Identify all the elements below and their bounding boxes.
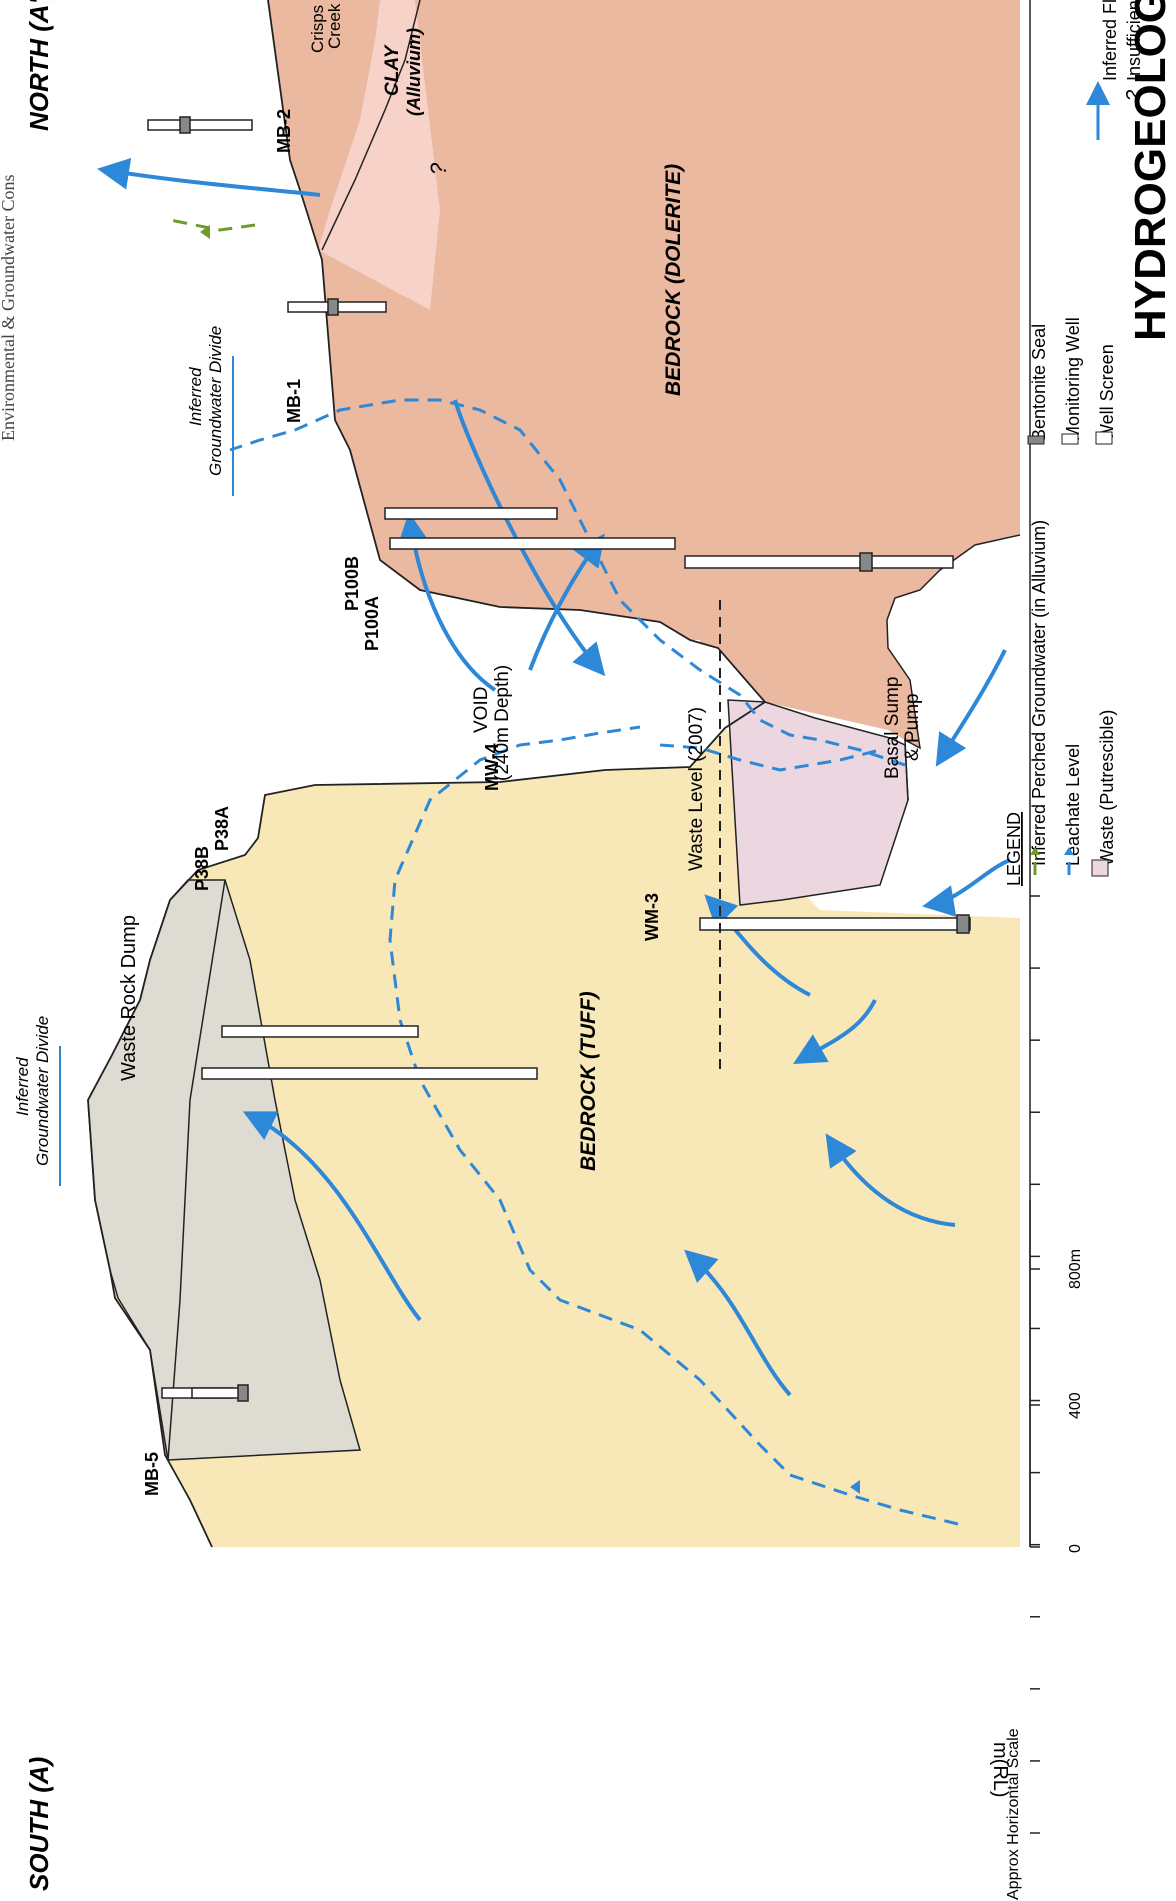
well-mb5 [162,1385,248,1401]
creek-label-2: Creek [325,3,344,49]
legend-perched: Inferred Perched Groundwater (in Alluviu… [1029,520,1049,866]
well-p100a [390,538,675,549]
legend-screen-swatch [1096,432,1112,444]
clay-label-1: CLAY [382,43,403,96]
clay-label-2: (Alluvium) [404,28,424,116]
south-label: SOUTH (A) [24,1757,54,1891]
legend-insufficient-symbol: ? [1123,89,1145,101]
well-label-p100a: P100A [362,596,382,651]
well-label-p100b: P100B [342,556,362,611]
legend-flow: Inferred Flow Direction [1100,0,1120,81]
legend-monitoring: Monitoring Well [1063,317,1083,441]
scale-tick-800: 800m [1067,1249,1084,1289]
well-mw4 [685,553,953,571]
well-mb1 [288,299,386,315]
legend-leachate: Leachate Level [1063,744,1083,866]
company-name: Environmental & Groundwater Cons [0,175,18,441]
legend-insufficient: Insufficient Data [1124,0,1144,81]
well-mb2 [148,117,252,133]
north-label: NORTH (A') [24,0,54,131]
legend-waste: Waste (Putrescible) [1097,710,1117,866]
well-p38b [222,1026,418,1037]
sump-label-1: Basal Sump [882,677,903,779]
bedrock-tuff-label: BEDROCK (TUFF) [577,991,600,1171]
divide-label-north-2: Groundwater Divide [206,326,225,476]
sump-label-2: & Pump [902,693,923,761]
legend-title: LEGEND [1004,812,1024,886]
perched-groundwater-line [170,220,255,230]
insufficient-data-mark: ? [426,162,451,175]
waste-rock-dump-label: Waste Rock Dump [118,915,140,1081]
waste-zone [728,700,908,905]
scale-tick-0: 0 [1067,1544,1084,1553]
flow-arrow-10 [105,170,320,195]
bedrock-dolerite-label: BEDROCK (DOLERITE) [662,164,685,396]
horizontal-scale-bar [1030,1200,1040,1547]
void-label-1: VOID [471,687,492,733]
well-label-wm3: WM-3 [642,893,662,941]
legend-bentonite: Bentonite Seal [1029,324,1049,441]
scale-label: Approx Horizontal Scale [1005,1728,1022,1900]
waste-level-label: Waste Level (2007) [686,707,707,871]
divide-label-south-2: Groundwater Divide [33,1016,52,1166]
legend-bentonite-swatch [1028,436,1044,444]
legend-screen: Well Screen [1097,344,1117,441]
well-label-p38b: P38B [192,846,212,891]
well-label-mb1: MB-1 [284,379,304,423]
well-p100b [385,508,557,519]
well-p38a [202,1068,537,1079]
divide-label-south-1: Inferred [13,1057,32,1116]
flow-arrow-5 [940,650,1005,760]
well-wm3 [700,915,970,933]
geology-layers [88,0,1020,1547]
well-label-p38a: P38A [212,806,232,851]
scale-tick-400: 400 [1067,1392,1084,1419]
well-label-mw4: MW-4 [482,743,502,791]
well-label-mb2: MB-2 [274,109,294,153]
divide-label-north-1: Inferred [186,367,205,426]
legend-waste-swatch [1092,860,1108,876]
legend-monitoring-swatch [1062,434,1078,444]
flow-arrow-4 [930,860,1010,905]
well-label-mb5: MB-5 [142,1452,162,1496]
